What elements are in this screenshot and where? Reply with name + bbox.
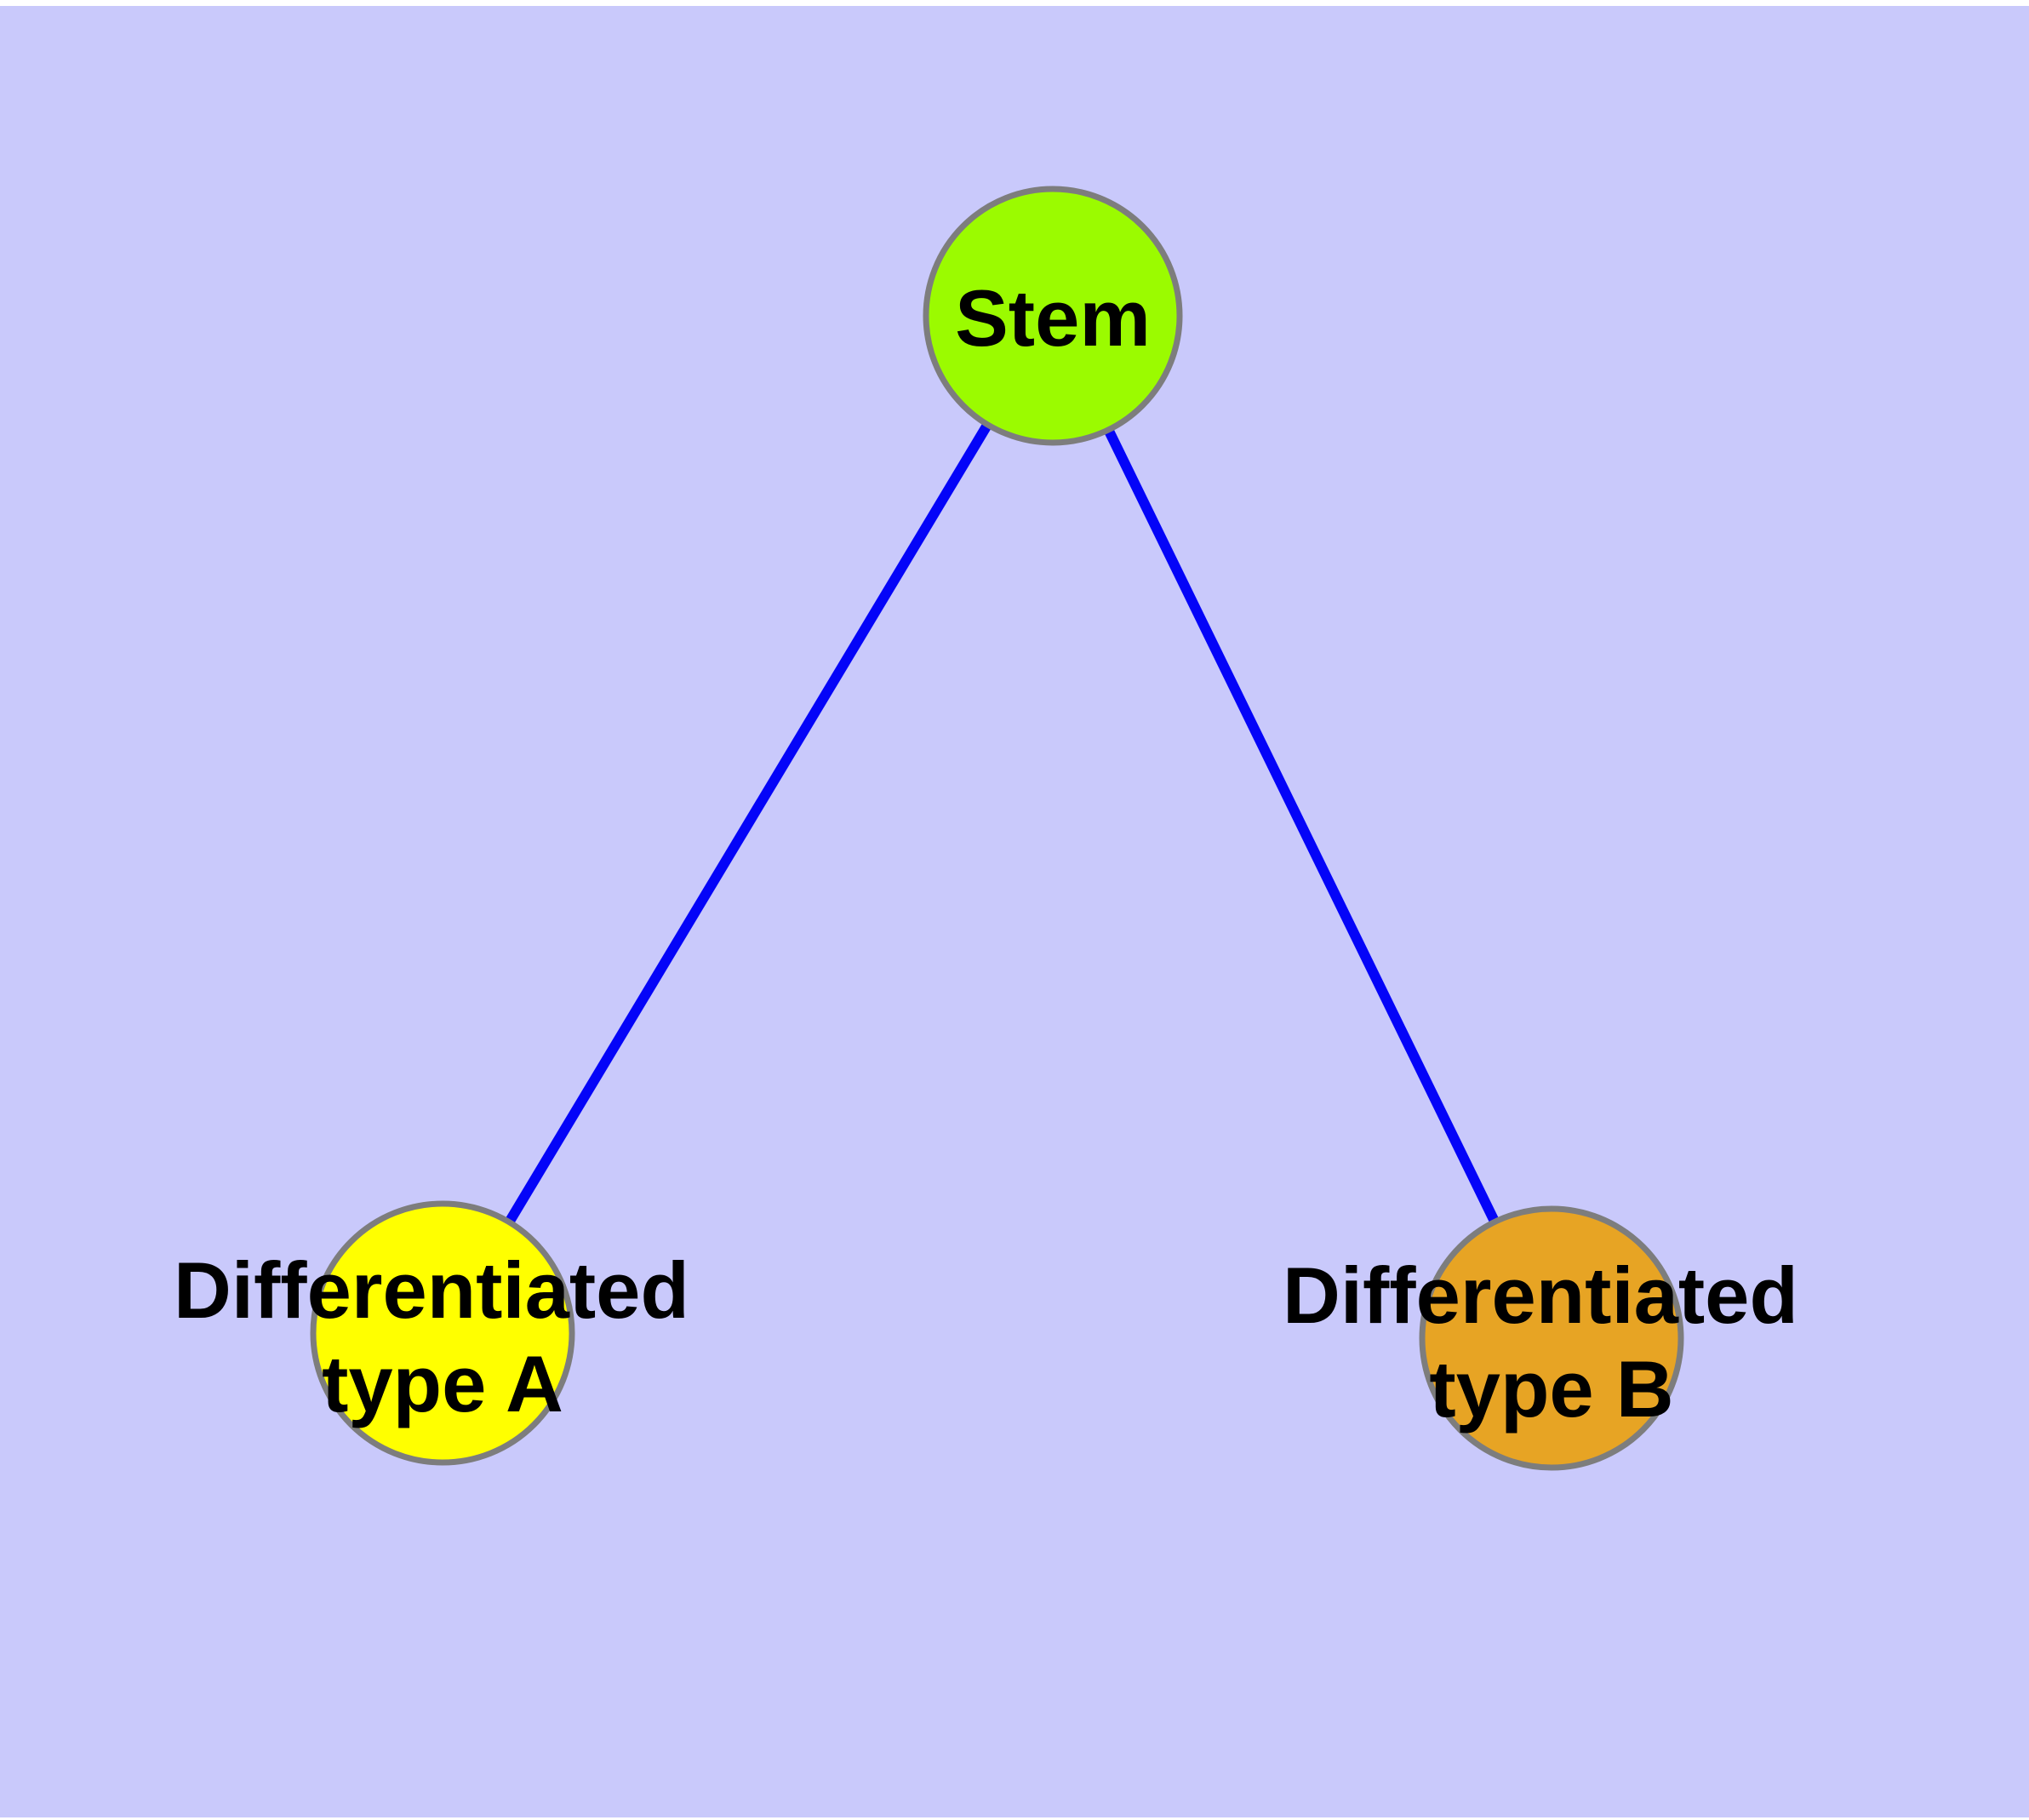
differentiated-type-a-node-circle bbox=[310, 1200, 575, 1466]
differentiated-type-b-label-line2: type B bbox=[1429, 1344, 1673, 1434]
differentiated-type-b-label-line1: Differentiated bbox=[1283, 1251, 1798, 1340]
differentiated-type-b-node-circle bbox=[1419, 1205, 1684, 1471]
node-differentiated-type-a: Differentiated type A bbox=[174, 1200, 712, 1466]
differentiated-type-b-node-label: Differentiated type B bbox=[1283, 1251, 1820, 1434]
differentiated-type-a-label-line1: Differentiated bbox=[174, 1245, 689, 1335]
edge-stem-to-type-b bbox=[1048, 313, 1557, 1341]
node-stem: Stem bbox=[923, 186, 1183, 446]
node-differentiated-type-b: Differentiated type B bbox=[1283, 1205, 1820, 1471]
stem-node-label: Stem bbox=[955, 273, 1151, 363]
differentiated-type-a-label-line2: type A bbox=[322, 1339, 563, 1428]
edge-stem-to-type-a bbox=[437, 312, 1058, 1336]
differentiated-type-a-node-label: Differentiated type A bbox=[174, 1245, 712, 1428]
stem-node-circle bbox=[923, 186, 1183, 446]
